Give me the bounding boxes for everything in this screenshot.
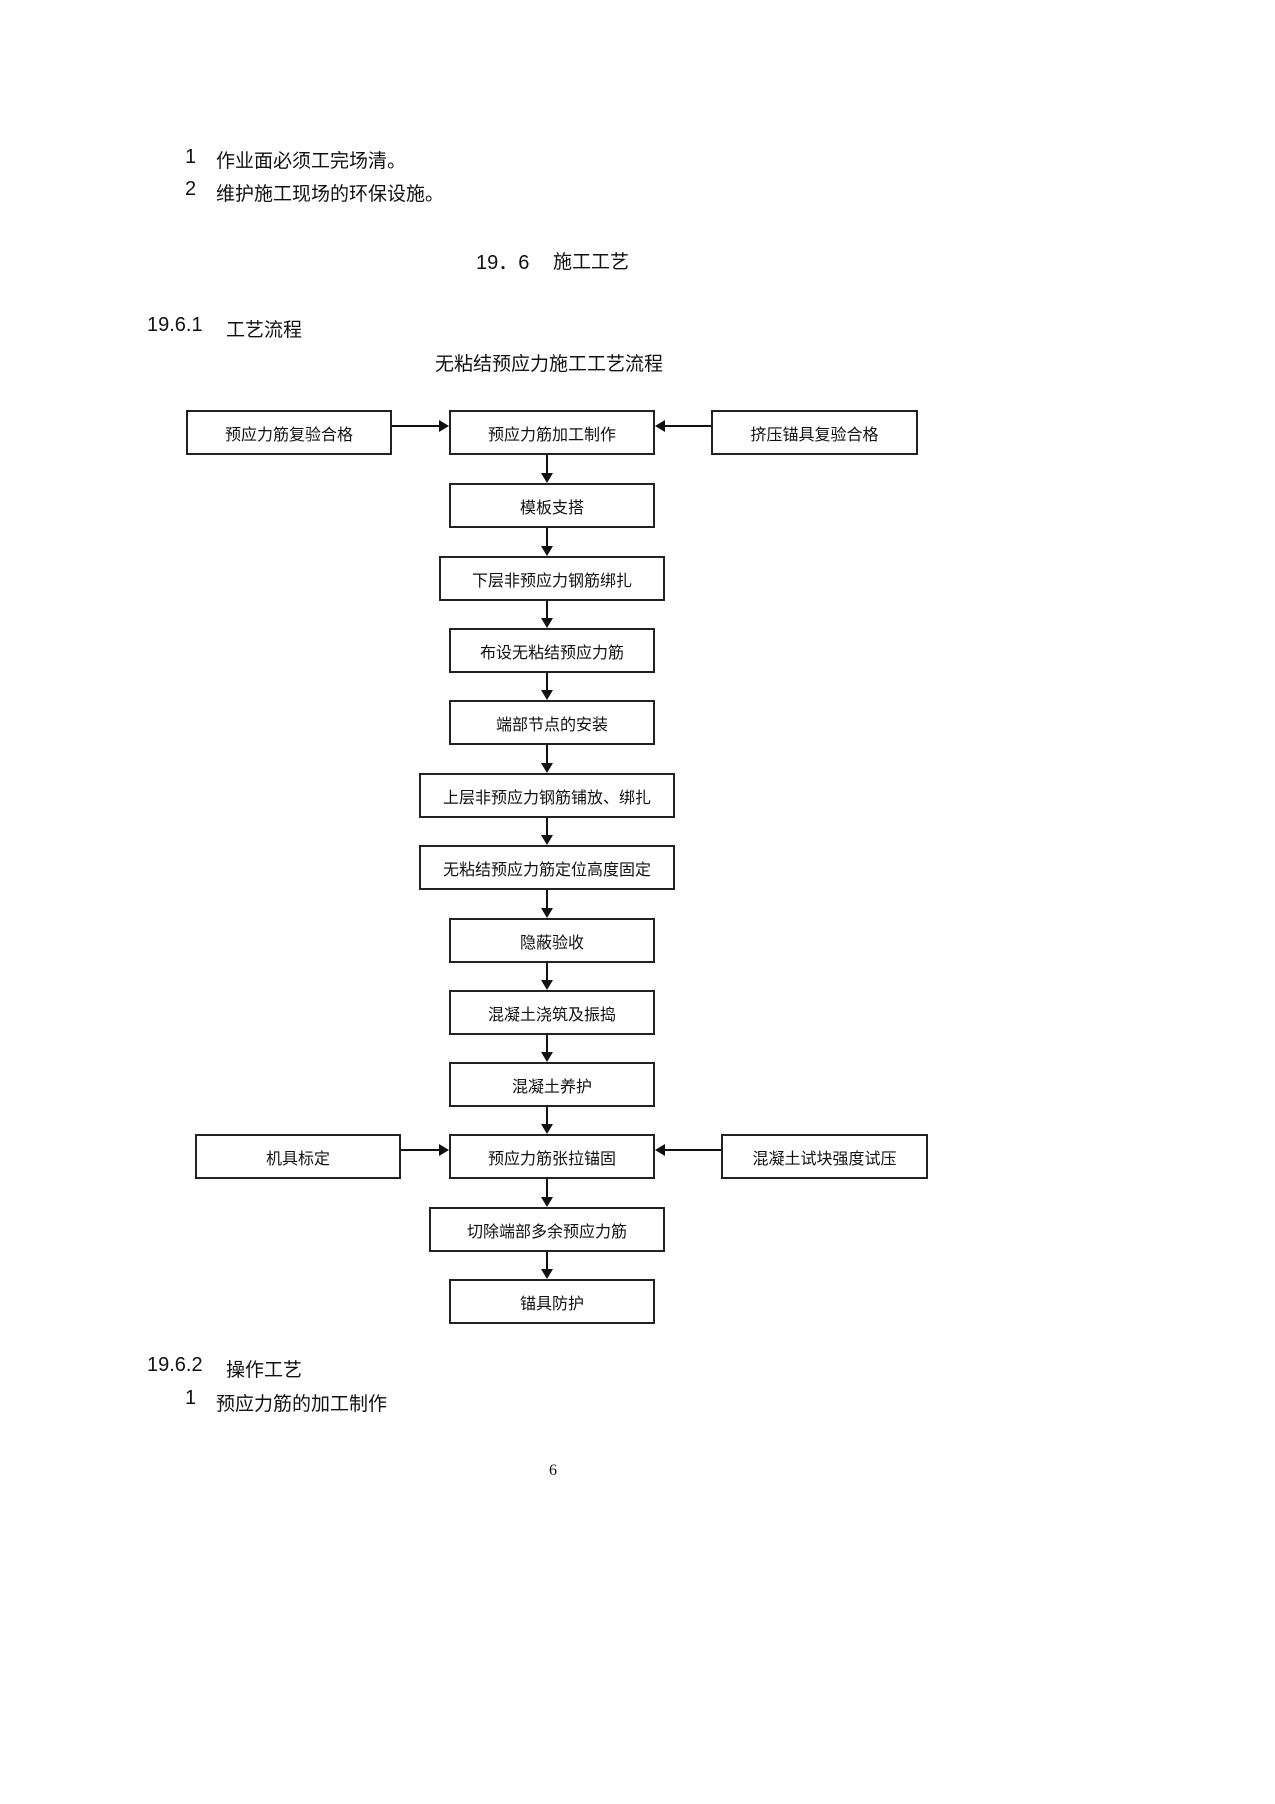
- flow-box-step-6: 上层非预应力钢筋铺放、绑扎: [419, 773, 675, 818]
- connector-10-11: [546, 1107, 548, 1124]
- arrow-down-icon: [541, 980, 553, 990]
- subsection-2-number: 19.6.2: [147, 1354, 203, 1376]
- subsection-1-title: 工艺流程: [226, 319, 303, 341]
- flow-box-step-4: 布设无粘结预应力筋: [449, 628, 655, 673]
- flow-box-step-8: 隐蔽验收: [449, 918, 655, 963]
- flow-title: 无粘结预应力施工工艺流程: [435, 353, 664, 375]
- connector-6-7: [546, 818, 548, 835]
- arrow-down-icon: [541, 763, 553, 773]
- flow-box-step-9: 混凝土浇筑及振捣: [449, 990, 655, 1035]
- flow-box-step-12: 切除端部多余预应力筋: [429, 1207, 665, 1252]
- arrow-down-icon: [541, 908, 553, 918]
- arrow-down-icon: [541, 690, 553, 700]
- connector-right-top: [665, 425, 711, 427]
- flow-box-step-13: 锚具防护: [449, 1279, 655, 1324]
- flow-box-step-7: 无粘结预应力筋定位高度固定: [419, 845, 675, 890]
- list-top-num-1: 1: [185, 146, 197, 168]
- arrow-left-icon: [655, 1144, 665, 1156]
- arrow-down-icon: [541, 473, 553, 483]
- subsection-2-title: 操作工艺: [226, 1359, 303, 1381]
- section-number: 19．6: [476, 252, 530, 274]
- flow-box-step-2: 模板支搭: [449, 483, 655, 528]
- connector-9-10: [546, 1035, 548, 1052]
- arrow-down-icon: [541, 1052, 553, 1062]
- arrow-down-icon: [541, 1124, 553, 1134]
- flow-box-right-top: 挤压锚具复验合格: [711, 410, 918, 455]
- flow-box-left-top: 预应力筋复验合格: [186, 410, 392, 455]
- connector-right-bottom: [665, 1149, 721, 1151]
- list-top-text-1: 作业面必须工完场清。: [216, 150, 407, 172]
- arrow-down-icon: [541, 618, 553, 628]
- flow-box-left-bottom: 机具标定: [195, 1134, 401, 1179]
- connector-3-4: [546, 601, 548, 618]
- flow-box-right-bottom: 混凝土试块强度试压: [721, 1134, 928, 1179]
- arrow-down-icon: [541, 835, 553, 845]
- connector-left-top: [392, 425, 439, 427]
- connector-left-bottom: [401, 1149, 439, 1151]
- arrow-right-icon: [439, 420, 449, 432]
- connector-4-5: [546, 673, 548, 690]
- connector-1-2: [546, 455, 548, 473]
- connector-2-3: [546, 528, 548, 546]
- arrow-down-icon: [541, 1269, 553, 1279]
- flow-box-step-10: 混凝土养护: [449, 1062, 655, 1107]
- list-bottom-num-1: 1: [185, 1387, 197, 1409]
- list-top-num-2: 2: [185, 178, 197, 200]
- arrow-down-icon: [541, 1197, 553, 1207]
- page-number: 6: [549, 1462, 557, 1479]
- arrow-down-icon: [541, 546, 553, 556]
- connector-7-8: [546, 890, 548, 908]
- connector-8-9: [546, 963, 548, 980]
- connector-5-6: [546, 745, 548, 763]
- connector-12-13: [546, 1252, 548, 1269]
- list-bottom-text-1: 预应力筋的加工制作: [216, 1393, 388, 1415]
- arrow-right-icon: [439, 1144, 449, 1156]
- flow-box-step-3: 下层非预应力钢筋绑扎: [439, 556, 665, 601]
- subsection-1-number: 19.6.1: [147, 314, 203, 336]
- section-title: 施工工艺: [553, 251, 630, 273]
- list-top-text-2: 维护施工现场的环保设施。: [216, 183, 445, 205]
- arrow-left-icon: [655, 420, 665, 432]
- flow-box-step-1: 预应力筋加工制作: [449, 410, 655, 455]
- flow-box-step-11: 预应力筋张拉锚固: [449, 1134, 655, 1179]
- flow-box-step-5: 端部节点的安装: [449, 700, 655, 745]
- connector-11-12: [546, 1179, 548, 1197]
